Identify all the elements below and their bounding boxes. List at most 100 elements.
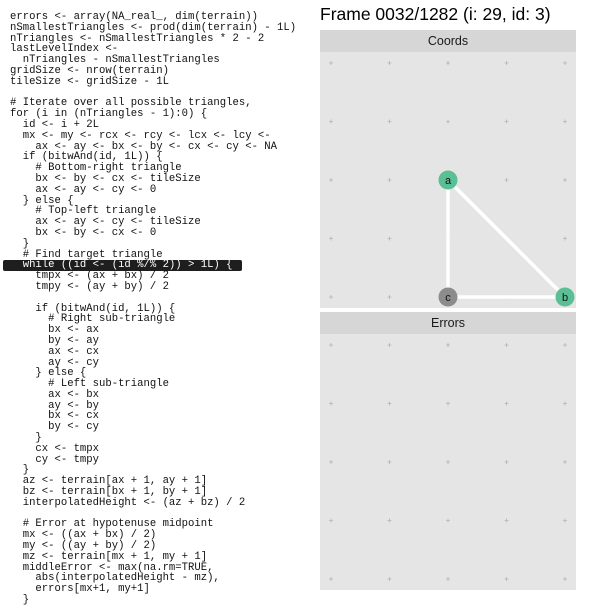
code-line: cx <- tmpx bbox=[10, 442, 100, 455]
code-line: if (bitwAnd(id, 1L)) { bbox=[10, 302, 176, 315]
code-line: ax <- cx bbox=[10, 345, 100, 358]
code-line: bz <- terrain[bx + 1, by + 1] bbox=[10, 486, 208, 499]
coords-plot: a b c bbox=[320, 52, 576, 308]
grid-marker bbox=[504, 119, 509, 124]
node-a: a bbox=[438, 170, 458, 190]
grid-marker bbox=[446, 343, 450, 347]
grid-marker bbox=[446, 119, 450, 124]
code-line: az <- terrain[ax + 1, ay + 1] bbox=[10, 475, 208, 488]
grid-marker bbox=[504, 178, 509, 182]
grid-marker bbox=[563, 518, 567, 523]
grid-marker bbox=[387, 577, 392, 581]
coords-panel: Coords a b c bbox=[320, 30, 576, 308]
code-line: bx <- by <- cx <- tileSize bbox=[10, 172, 201, 185]
grid-marker bbox=[563, 401, 567, 406]
code-line: ay <- cy bbox=[10, 356, 100, 369]
grid-marker bbox=[387, 343, 392, 347]
code-line: # Bottom-right triangle bbox=[10, 162, 182, 175]
code-line-current: while ((id <- (id %/% 2)) > 1L) { bbox=[3, 260, 242, 272]
code-line: mx <- my <- rcx <- rcy <- lcx <- lcy <- bbox=[10, 129, 271, 142]
node-circle bbox=[438, 170, 458, 190]
grid-marker bbox=[329, 343, 333, 347]
grid-marker bbox=[446, 460, 450, 464]
code-line: # Iterate over all possible triangles, bbox=[10, 97, 252, 110]
grid-marker bbox=[446, 577, 450, 581]
grid-marker bbox=[329, 119, 333, 124]
code-line: } bbox=[10, 432, 42, 445]
grid-marker bbox=[387, 518, 392, 523]
code-line: mz <- terrain[mx + 1, my + 1] bbox=[10, 550, 208, 563]
node-label: a bbox=[445, 175, 452, 187]
code-line: ax <- bx bbox=[10, 388, 100, 401]
grid-marker bbox=[504, 518, 509, 523]
code-line bbox=[0, 293, 312, 304]
code-line: bx <- by <- cx <- 0 bbox=[10, 226, 157, 239]
code-line: if (bitwAnd(id, 1L)) { bbox=[10, 151, 163, 164]
code-line: tileSize <- gridSize - 1L bbox=[10, 75, 169, 88]
grid-marker bbox=[387, 295, 392, 299]
code-line: nTriangles <- nSmallestTriangles * 2 - 2 bbox=[10, 32, 265, 45]
grid-marker bbox=[329, 518, 333, 523]
code-line: gridSize <- nrow(terrain) bbox=[10, 64, 169, 77]
code-line: ax <- ay <- cy <- tileSize bbox=[10, 216, 201, 229]
grid-marker bbox=[563, 236, 567, 241]
node-circle bbox=[555, 287, 575, 307]
code-line: # Right sub-triangle bbox=[10, 313, 176, 326]
errors-panel: Errors bbox=[320, 312, 576, 590]
code-line: bx <- ax bbox=[10, 324, 100, 337]
code-line: cy <- tmpy bbox=[10, 453, 100, 466]
grid-marker bbox=[446, 518, 450, 523]
grid-marker bbox=[504, 577, 509, 581]
grid-marker bbox=[563, 178, 567, 182]
code-line: # Left sub-triangle bbox=[10, 378, 169, 391]
node-c: c bbox=[438, 287, 458, 307]
code-line: lastLevelIndex <- bbox=[10, 43, 119, 56]
code-line: errors[mx+1, my+1] bbox=[10, 583, 150, 596]
code-line: } bbox=[10, 594, 30, 606]
code-line: bx <- cx bbox=[10, 410, 100, 423]
grid-marker bbox=[387, 61, 392, 65]
grid-marker bbox=[504, 343, 509, 347]
code-line: } bbox=[10, 464, 30, 477]
grid-marker bbox=[329, 460, 333, 464]
grid-marker bbox=[387, 236, 392, 241]
code-listing: errors <- array(NA_real_, dim(terrain))n… bbox=[0, 12, 312, 606]
errors-plot bbox=[320, 334, 576, 590]
grid-marker bbox=[329, 401, 333, 406]
code-line: } bbox=[10, 237, 30, 250]
code-line: # Top-left triangle bbox=[10, 205, 157, 218]
node-circle bbox=[438, 287, 458, 307]
code-line: id <- i + 2L bbox=[10, 118, 100, 131]
grid-marker bbox=[446, 61, 450, 65]
code-line: nTriangles - nSmallestTriangles bbox=[10, 54, 220, 67]
grid-marker bbox=[504, 460, 509, 464]
code-line: by <- ay bbox=[10, 334, 100, 347]
grid-marker bbox=[329, 577, 333, 581]
code-line: tmpx <- (ax + bx) / 2 bbox=[10, 270, 169, 283]
code-line: nSmallestTriangles <- prod(dim(terrain) … bbox=[10, 21, 297, 34]
node-label: b bbox=[562, 292, 568, 304]
grid-marker bbox=[563, 460, 567, 464]
errors-plot-svg bbox=[329, 343, 567, 581]
grid-marker bbox=[563, 61, 567, 65]
frame-title: Frame 0032/1282 (i: 29, id: 3) bbox=[320, 4, 551, 24]
grid-marker bbox=[387, 119, 392, 124]
code-line: } else { bbox=[10, 367, 87, 380]
grid-marker bbox=[563, 119, 567, 124]
coords-panel-title: Coords bbox=[320, 30, 576, 52]
grid-marker bbox=[446, 401, 450, 406]
code-line: } else { bbox=[10, 194, 74, 207]
code-line: mx <- ((ax + bx) / 2) bbox=[10, 529, 157, 542]
code-line: errors <- array(NA_real_, dim(terrain)) bbox=[10, 11, 258, 23]
code-line: # Error at hypotenuse midpoint bbox=[10, 518, 214, 531]
grid-marker bbox=[387, 460, 392, 464]
code-line: middleError <- max(na.rm=TRUE, bbox=[10, 561, 214, 574]
code-line: ax <- ay <- bx <- by <- cx <- cy <- NA bbox=[10, 140, 278, 153]
grid-marker bbox=[329, 61, 333, 65]
grid-marker bbox=[387, 401, 392, 406]
code-line: ax <- ay <- cy <- 0 bbox=[10, 183, 157, 196]
grid-marker bbox=[387, 178, 392, 182]
code-line: ay <- by bbox=[10, 399, 100, 412]
errors-panel-title: Errors bbox=[320, 312, 576, 334]
grid-marker bbox=[329, 236, 333, 241]
